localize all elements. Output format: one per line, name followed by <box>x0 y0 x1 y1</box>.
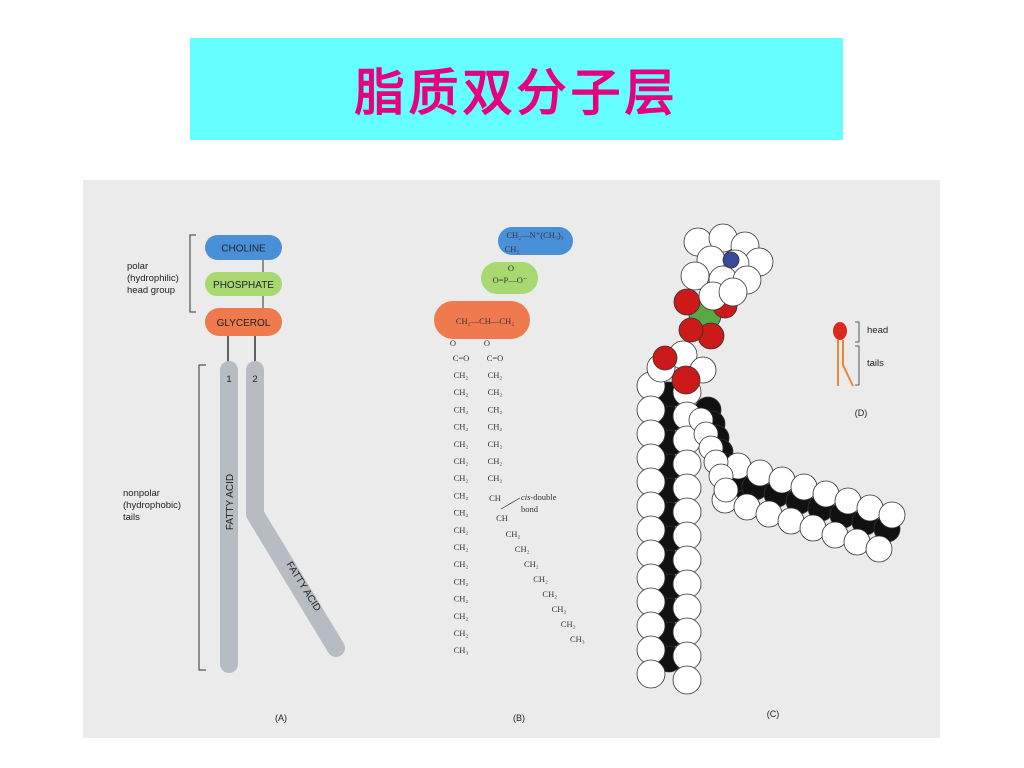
ester-o-2: O <box>484 338 490 348</box>
title-banner: 脂质双分子层 <box>190 38 843 140</box>
glycerol-label: GLYCEROL <box>217 318 271 329</box>
chain-2-unit: CH₃ <box>570 634 585 644</box>
choline-formula: CH₂—N⁺(CH₃)₃ <box>506 230 563 240</box>
glycerol-formula: CH₂—CH—CH₂ <box>456 316 514 326</box>
carbonyl-1: C=O <box>453 353 470 363</box>
phosphate-formula: O=P—O⁻ <box>493 275 528 285</box>
chain-1-unit: CH₂ <box>454 628 469 638</box>
hydrogen-atom <box>865 535 893 563</box>
tails-label-2: (hydrophobic) <box>123 500 181 511</box>
phospholipid-figure: polar (hydrophilic) head group nonpolar … <box>123 223 906 723</box>
page-title: 脂质双分子层 <box>354 63 679 122</box>
carbonyl-2: C=O <box>487 353 504 363</box>
nitrogen-atom <box>722 251 740 269</box>
panel-d: head tails (D) <box>833 321 888 418</box>
chain-2-unit: CH₂ <box>488 422 503 432</box>
hydrogen-atom <box>878 501 906 529</box>
chain-number-1: 1 <box>226 374 231 385</box>
panel-c-space-filling-model <box>636 223 906 695</box>
tails-label-3: tails <box>123 512 140 523</box>
phosphate-box-chem <box>481 262 538 294</box>
caption-c: (C) <box>767 709 780 719</box>
glycerol-box-chem <box>434 301 530 339</box>
chain-2-unit: CH₂ <box>488 370 503 380</box>
hydrogen-atom <box>718 277 748 307</box>
phosphate-box <box>205 272 282 296</box>
chain-2-unit: CH₂ <box>488 456 503 466</box>
chain-1-unit: CH₂ <box>454 404 469 414</box>
chain-2-unit: CH₂ <box>488 439 503 449</box>
chain-2-unit: CH₂ <box>488 387 503 397</box>
chain-1-unit: CH₂ <box>454 559 469 569</box>
phosphate-label: PHOSPHATE <box>213 280 274 291</box>
chain-1-unit: CH₂ <box>454 473 469 483</box>
oxygen-atom <box>652 345 678 371</box>
chain-2: CH₂ CH₂ CH₂ CH₂ CH₂ CH₂ CH₂ CH CH CH₂ CH₂ CH₂ CH₂ CH₂… <box>488 370 585 644</box>
tails-bracket-d <box>855 345 860 386</box>
choline-box-chem <box>498 227 573 255</box>
caption-a: (A) <box>275 713 287 723</box>
lipid-head-icon <box>833 322 847 340</box>
hydrogen-atom <box>672 665 702 695</box>
head-group-label-1: polar <box>127 261 148 272</box>
panel-b: CH₂—N⁺(CH₃)₃ CH₂ O O=P—O⁻ O CH₂—CH—CH₂ O… <box>434 227 585 723</box>
chain-1-unit: CH₂ <box>454 576 469 586</box>
chain-2-unit: CH₂ <box>515 544 530 554</box>
oxygen-atom <box>678 317 704 343</box>
tails-label-1: nonpolar <box>123 488 160 499</box>
cis-label: cis-double <box>521 492 557 502</box>
oxygen-atom <box>673 288 701 316</box>
glycerol-box <box>205 308 282 336</box>
head-group-bracket <box>189 234 196 313</box>
chain-1-unit: CH₂ <box>454 594 469 604</box>
figure-panel: polar (hydrophilic) head group nonpolar … <box>83 180 940 738</box>
cis-label-line2: bond <box>521 504 539 514</box>
chain-number-2: 2 <box>252 374 257 385</box>
chain-1-unit: CH₂ <box>454 508 469 518</box>
chain-2-double-bond-unit: CH <box>489 493 501 503</box>
caption-d: (D) <box>855 408 868 418</box>
chain-1-unit: CH₂ <box>454 542 469 552</box>
chain-2-unit: CH₂ <box>488 473 503 483</box>
chain-1-unit: CH₂ <box>454 525 469 535</box>
chain-1-unit: CH₂ <box>454 370 469 380</box>
cis-pointer <box>500 497 521 510</box>
fatty-acid-label-1: FATTY ACID <box>225 474 236 530</box>
chain-1-unit: CH₂ <box>454 456 469 466</box>
tails-label: tails <box>867 358 884 369</box>
phosphate-o-top: O <box>508 263 514 273</box>
caption-b: (B) <box>513 713 525 723</box>
fatty-acid-tail-2 <box>246 361 345 657</box>
choline-ch2: CH₂ <box>505 244 520 254</box>
choline-box <box>205 235 282 260</box>
head-group-label-2: (hydrophilic) <box>127 273 179 284</box>
hydrogen-atom <box>713 477 739 503</box>
lipid-tail-icon <box>842 340 854 387</box>
hydrogen-atom <box>636 659 666 689</box>
choline-label: CHOLINE <box>221 244 266 255</box>
oxygen-atom <box>671 365 701 395</box>
chain-1: CH₂ CH₂ CH₂ CH₂ CH₂ CH₂ CH₂ CH₂ CH₂ CH₂ CH₂ CH₂ CH₂ C… <box>454 370 469 655</box>
hydrogen-atom <box>680 261 710 291</box>
chain-1-unit: CH₂ <box>454 439 469 449</box>
chain-1-unit: CH₂ <box>454 611 469 621</box>
chain-1-unit: CH₂ <box>454 490 469 500</box>
head-label: head <box>867 325 888 336</box>
panel-a: polar (hydrophilic) head group nonpolar … <box>123 234 345 723</box>
chain-2-unit: CH₂ <box>533 574 548 584</box>
chain-2-unit: CH₂ <box>524 559 539 569</box>
chain-2-unit: CH₂ <box>552 604 567 614</box>
tails-bracket <box>198 364 206 671</box>
chain-2-unit: CH₂ <box>506 529 521 539</box>
chain-1-unit: CH₂ <box>454 387 469 397</box>
chain-2-unit: CH₂ <box>542 589 557 599</box>
chain-2-double-bond-unit: CH <box>496 513 508 523</box>
chain-1-unit: CH₃ <box>454 645 469 655</box>
chain-2-unit: CH₂ <box>561 619 576 629</box>
head-bracket <box>855 321 860 343</box>
chain-1-unit: CH₂ <box>454 422 469 432</box>
chain-2-unit: CH₂ <box>488 404 503 414</box>
ester-o-1: O <box>450 338 456 348</box>
head-group-label-3: head group <box>127 285 175 296</box>
